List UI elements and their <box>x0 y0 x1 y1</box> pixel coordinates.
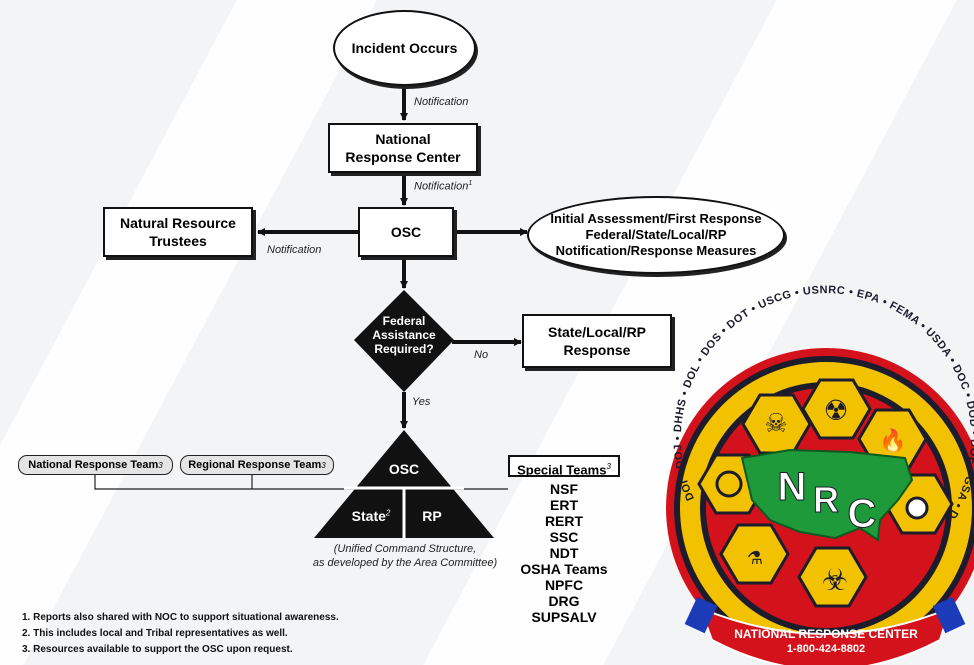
edge-label-no: No <box>474 349 489 361</box>
special-teams-panel: Special Teams3 NSF ERT RERT SSC NDT OSHA… <box>508 455 620 625</box>
notification-2-text: Notification <box>414 180 469 193</box>
decision-label: Federal Assistance Required? <box>364 314 444 356</box>
regional-team-sup: 3 <box>321 460 326 470</box>
natural-resource-trustees-node: Natural Resource Trustees <box>103 207 253 257</box>
unified-command-triangle <box>314 430 494 538</box>
unified-command-caption: (Unified Command Structure, as developed… <box>302 542 508 570</box>
triangle-rp-label: RP <box>422 508 442 524</box>
decision-diamond <box>354 290 454 392</box>
special-teams-title: Special Teams3 <box>508 455 620 477</box>
national-team-sup: 3 <box>158 460 163 470</box>
unified-line-2: as developed by the Area Committee) <box>312 557 498 569</box>
incident-occurs-node: Incident Occurs <box>333 10 476 86</box>
footnote-2: 2. This includes local and Tribal repres… <box>22 628 288 639</box>
special-team-item: NSF <box>550 481 578 497</box>
special-team-item: DRG <box>548 593 580 609</box>
national-team-text: National Response Team <box>28 459 159 471</box>
special-team-item: OSHA Teams <box>520 561 608 577</box>
special-teams-sup: 3 <box>606 462 611 471</box>
special-teams-list: NSF ERT RERT SSC NDT OSHA Teams NPFC DRG… <box>508 477 620 625</box>
edge-label-notification-2: Notification1 <box>414 180 472 193</box>
state-local-rp-response-node: State/Local/RP Response <box>522 314 672 368</box>
edge-label-yes: Yes <box>412 396 431 408</box>
unified-line-1: (Unified Command Structure, <box>333 543 477 555</box>
special-team-item: SUPSALV <box>531 609 597 625</box>
edge-label-notification-3: Notification <box>267 244 322 256</box>
special-team-item: RERT <box>544 513 584 529</box>
notification-2-sup: 1 <box>468 180 473 187</box>
triangle-osc-label: OSC <box>388 461 420 477</box>
regional-team-text: Regional Response Team <box>188 459 322 471</box>
state-text: State <box>351 508 386 524</box>
special-team-item: SSC <box>549 529 579 545</box>
special-team-item: ERT <box>550 497 578 513</box>
initial-line-2: Federal/State/Local/RP <box>585 227 727 242</box>
trustees-label: Natural Resource Trustees <box>120 215 236 249</box>
state-local-label: State/Local/RP Response <box>547 324 647 358</box>
incident-label: Incident Occurs <box>351 40 458 56</box>
initial-line-1: Initial Assessment/First Response <box>550 211 762 226</box>
decision-line-1: Federal <box>382 314 426 328</box>
special-teams-title-text: Special Teams <box>517 462 607 478</box>
osc-node: OSC <box>358 207 454 257</box>
decision-line-3: Required? <box>374 342 434 356</box>
special-team-item: NDT <box>549 545 579 561</box>
nrc-label: National Response Center <box>345 131 461 165</box>
edge-label-notification-1: Notification <box>414 96 469 108</box>
triangle-state-label: State2 <box>340 508 402 524</box>
national-response-center-node: National Response Center <box>328 123 478 173</box>
special-team-item: NPFC <box>544 577 584 593</box>
decision-line-2: Assistance <box>372 328 436 342</box>
initial-line-3: Notification/Response Measures <box>555 243 757 258</box>
footnote-3: 3. Resources available to support the OS… <box>22 644 293 655</box>
initial-assessment-node: Initial Assessment/First Response Federa… <box>527 196 785 274</box>
state-sup: 2 <box>385 508 391 518</box>
footnote-1: 1. Reports also shared with NOC to suppo… <box>22 612 339 623</box>
osc-label: OSC <box>390 224 422 240</box>
